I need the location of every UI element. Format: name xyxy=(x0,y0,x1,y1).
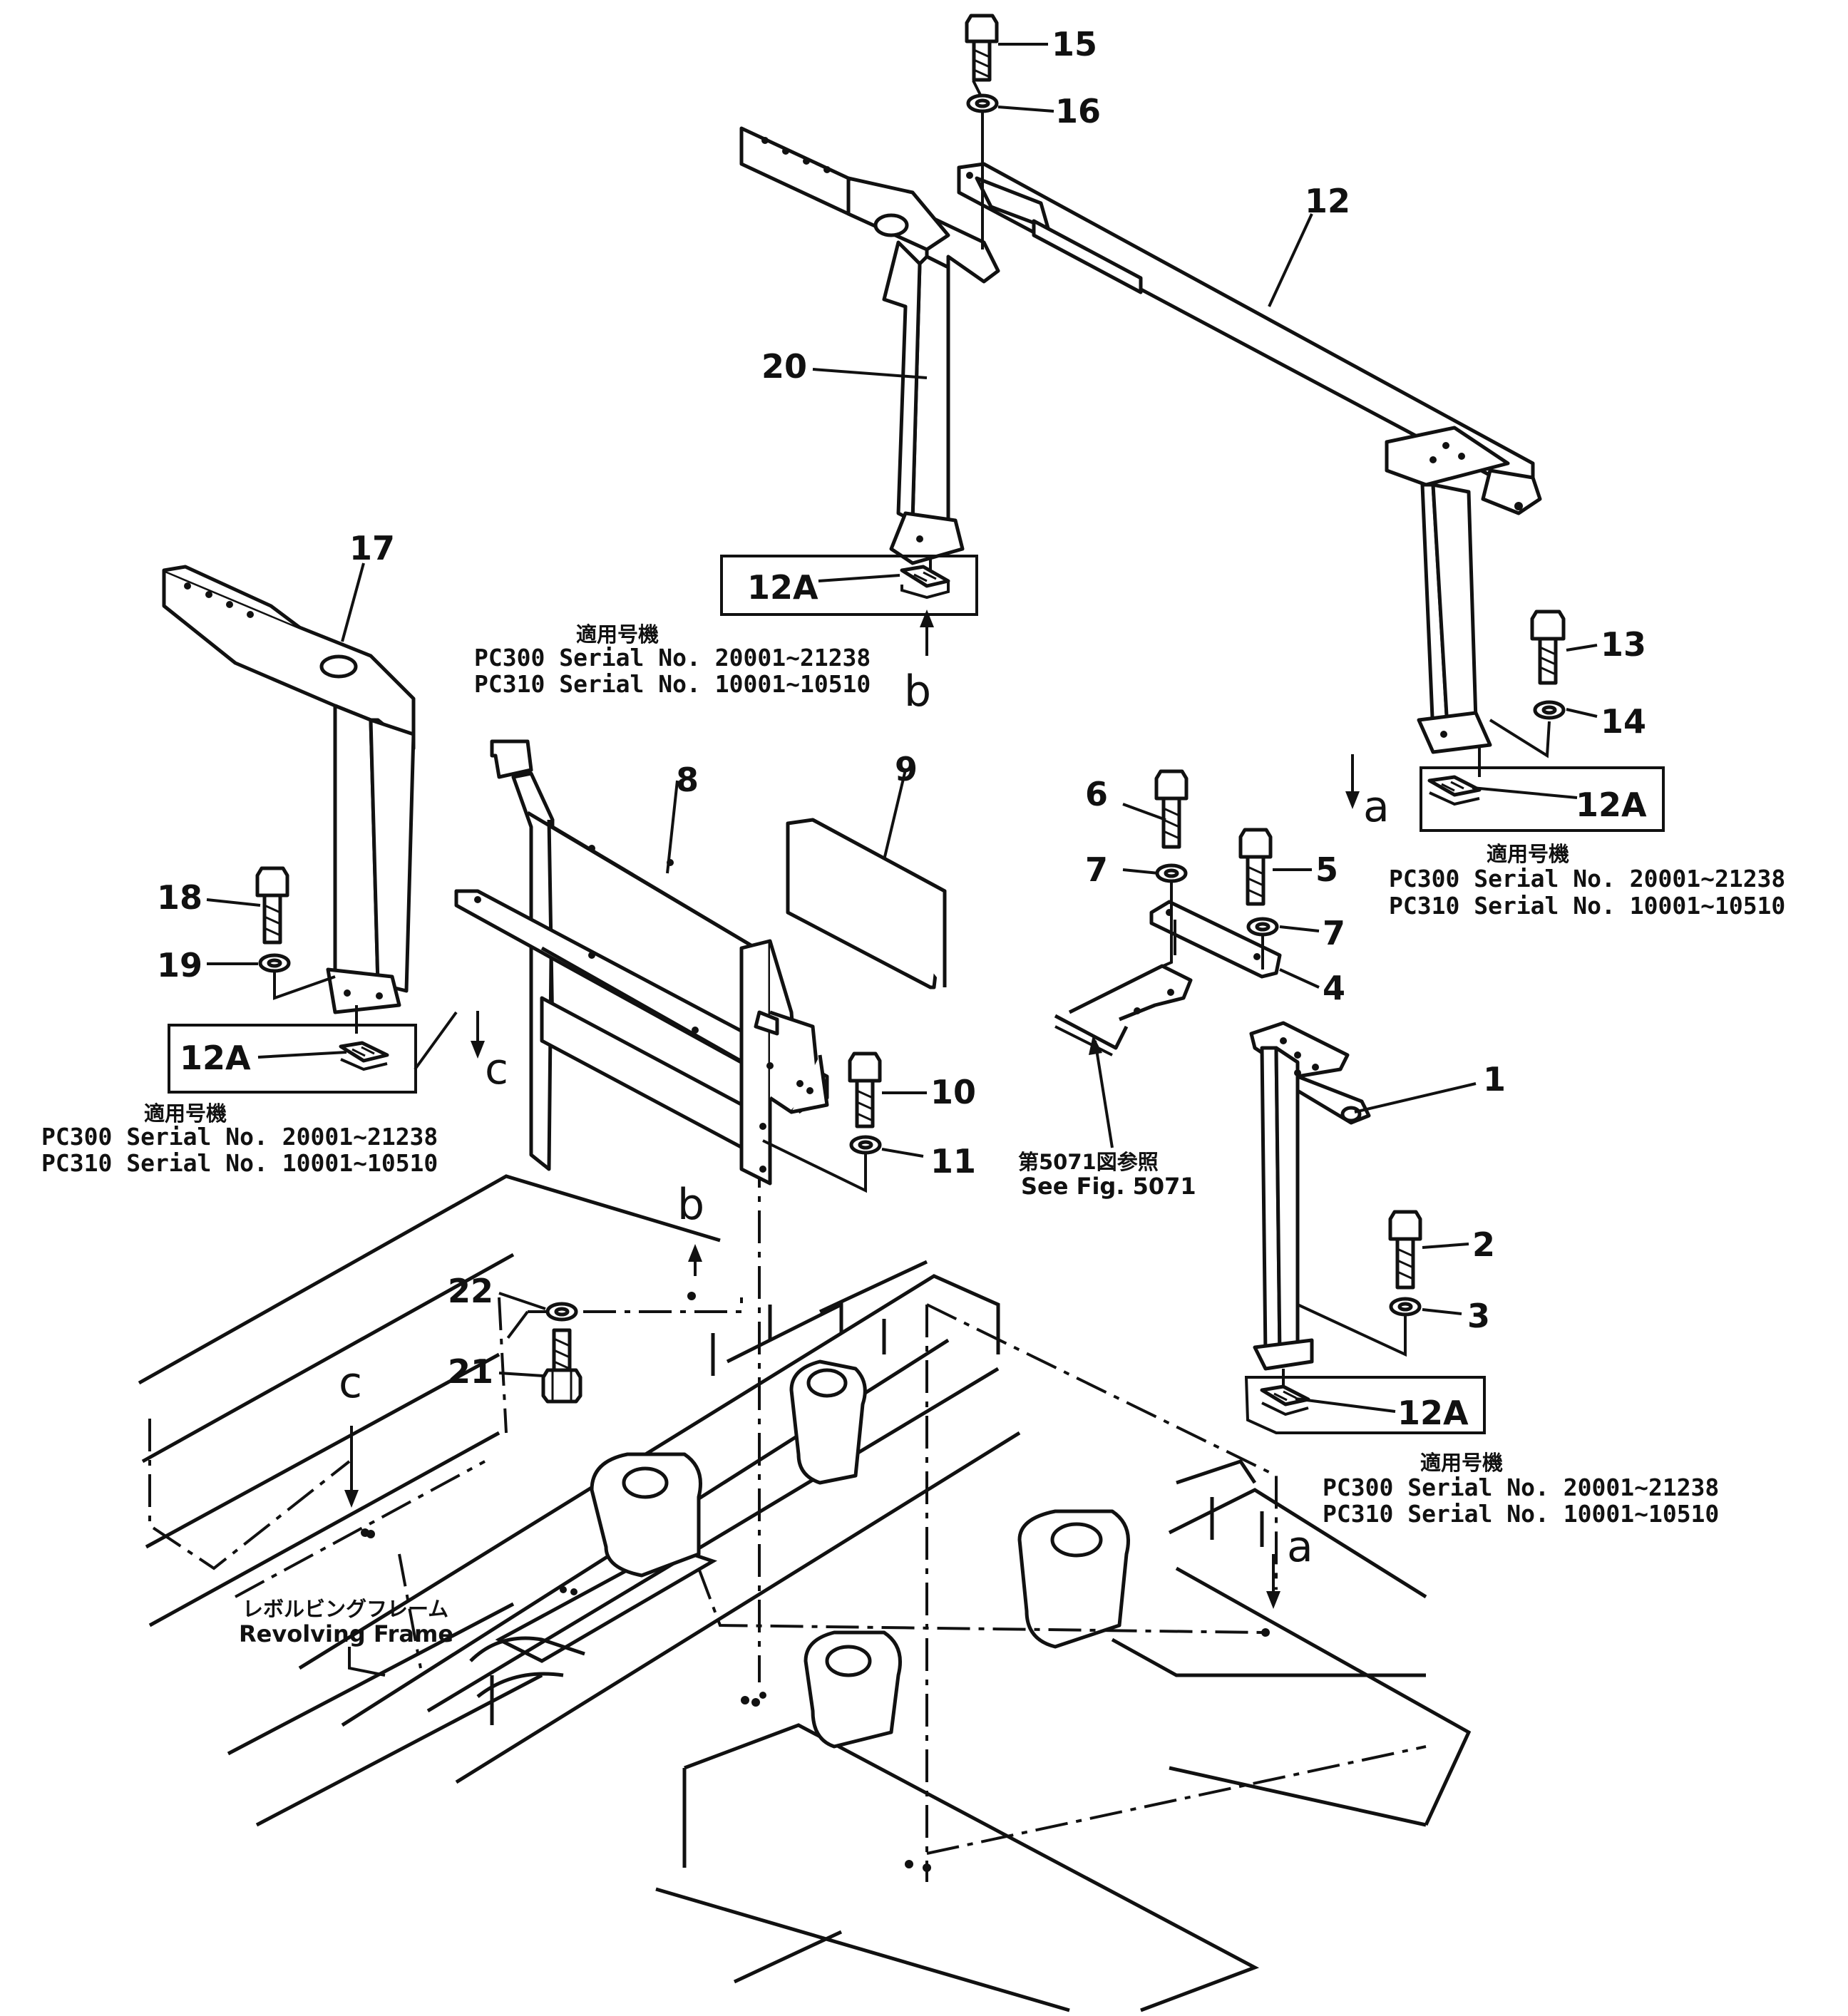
callout-13: 13 xyxy=(1601,625,1646,664)
callout-7-right: 7 xyxy=(1323,914,1345,952)
applicability-pc300: PC300 Serial No. 20001∼21238 xyxy=(41,1123,438,1151)
applicability-note-bottom: 適用号機 PC300 Serial No. 20001∼21238 PC310 … xyxy=(1323,1451,1719,1528)
callout-12: 12 xyxy=(1305,182,1350,220)
callout-7-left: 7 xyxy=(1085,850,1108,889)
callout-20: 20 xyxy=(761,347,807,386)
view-marker-c-top: c xyxy=(485,1044,508,1094)
callout-numbers: 15 16 12 20 17 8 9 13 14 6 7 5 7 4 1 2 3… xyxy=(157,25,1646,1391)
view-markers: b a c b c a xyxy=(339,667,1390,1572)
reference-bracket xyxy=(1054,964,1193,1056)
applicability-pc310: PC310 Serial No. 10001∼10510 xyxy=(474,670,871,698)
applicability-note-left: 適用号機 PC300 Serial No. 20001∼21238 PC310 … xyxy=(41,1101,438,1177)
callout-9: 9 xyxy=(895,750,918,788)
callout-2: 2 xyxy=(1472,1225,1495,1264)
applicability-heading: 適用号機 xyxy=(576,622,659,647)
frame-label-en: Revolving Frame xyxy=(239,1620,453,1647)
leader-lines xyxy=(206,43,1598,1609)
reference-en: See Fig. 5071 xyxy=(1021,1173,1196,1200)
view-marker-a-top: a xyxy=(1363,782,1390,832)
shim-label-12a-bottom: 12A xyxy=(1397,1394,1469,1432)
view-marker-b-top: b xyxy=(904,667,931,716)
applicability-pc310: PC310 Serial No. 10001∼10510 xyxy=(1323,1500,1719,1528)
shim-label-12a-left: 12A xyxy=(180,1039,251,1077)
callout-14: 14 xyxy=(1601,702,1646,741)
bolts-and-washers xyxy=(255,14,1566,1404)
revolving-frame xyxy=(138,1174,1472,2012)
callout-16: 16 xyxy=(1055,92,1101,130)
applicability-heading: 適用号機 xyxy=(1487,842,1569,866)
part-20-bracket xyxy=(739,126,1000,565)
callout-1: 1 xyxy=(1483,1060,1506,1099)
callout-18: 18 xyxy=(157,878,202,917)
view-marker-b-bottom: b xyxy=(677,1180,704,1230)
shim-label-12a-top: 12A xyxy=(747,568,818,607)
callout-6: 6 xyxy=(1085,775,1108,813)
callout-21: 21 xyxy=(448,1352,493,1391)
callout-5: 5 xyxy=(1315,850,1338,889)
shim-insets xyxy=(168,555,1665,1434)
shim-label-12a-right: 12A xyxy=(1576,786,1647,824)
reference-jp: 第5071図参照 xyxy=(1018,1150,1159,1174)
part-12-rail xyxy=(957,162,1542,754)
callout-3: 3 xyxy=(1467,1297,1490,1335)
applicability-heading: 適用号機 xyxy=(144,1101,227,1126)
callout-10: 10 xyxy=(930,1073,976,1111)
callout-15: 15 xyxy=(1052,25,1097,63)
applicability-pc310: PC310 Serial No. 10001∼10510 xyxy=(41,1149,438,1177)
view-marker-a-bottom: a xyxy=(1287,1522,1313,1572)
assembly-center-lines xyxy=(148,1155,1427,1882)
part-17-bracket xyxy=(162,565,416,1014)
callout-11: 11 xyxy=(930,1142,976,1181)
applicability-pc310: PC310 Serial No. 10001∼10510 xyxy=(1389,892,1785,920)
callout-4: 4 xyxy=(1323,969,1345,1007)
callout-19: 19 xyxy=(157,946,202,984)
callout-17: 17 xyxy=(349,529,395,567)
part-9-pad xyxy=(786,818,947,989)
see-figure-reference: 第5071図参照 See Fig. 5071 xyxy=(1018,1150,1196,1200)
applicability-pc300: PC300 Serial No. 20001∼21238 xyxy=(1389,865,1785,893)
part-1-bracket xyxy=(1249,1021,1371,1371)
applicability-pc300: PC300 Serial No. 20001∼21238 xyxy=(474,644,871,672)
callout-8: 8 xyxy=(676,761,699,799)
applicability-note-top: 適用号機 PC300 Serial No. 20001∼21238 PC310 … xyxy=(474,622,871,698)
shim-labels: 12A 12A 12A 12A xyxy=(180,568,1647,1432)
applicability-pc300: PC300 Serial No. 20001∼21238 xyxy=(1323,1474,1719,1501)
callout-22: 22 xyxy=(448,1272,493,1310)
applicability-note-right: 適用号機 PC300 Serial No. 20001∼21238 PC310 … xyxy=(1389,842,1785,920)
view-marker-c-bottom: c xyxy=(339,1358,362,1408)
part-8-frame xyxy=(454,739,829,1186)
revolving-frame-label: レボルビングフレーム Revolving Frame xyxy=(239,1597,453,1677)
frame-label-jp: レボルビングフレーム xyxy=(242,1597,448,1621)
applicability-heading: 適用号機 xyxy=(1420,1451,1503,1475)
